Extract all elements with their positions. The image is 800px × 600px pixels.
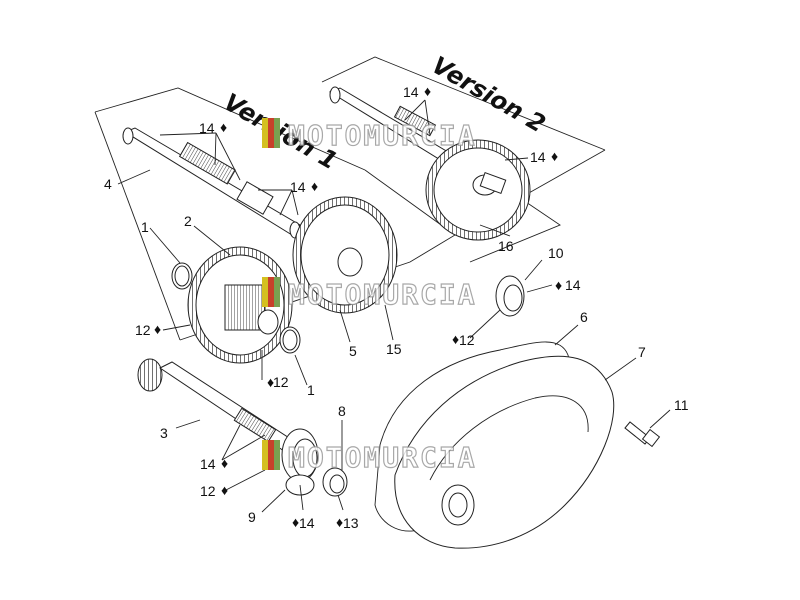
drop-icon-14-bottom: ♦ <box>292 514 299 530</box>
washer-1-lower-inner <box>282 329 298 351</box>
callout-14-v1-mid: 14 <box>290 179 306 195</box>
drop-icon-12-bottom: ♦ <box>221 482 228 498</box>
callout-15: 15 <box>386 341 402 357</box>
bolt-11 <box>624 421 661 448</box>
callout-10: 10 <box>548 245 564 261</box>
drop-icon-13: ♦ <box>336 514 343 530</box>
watermark-bottom: MOTOMURCIA <box>262 440 477 475</box>
cover-boss-inner <box>448 492 468 518</box>
drop-icon-14-v1-top: ♦ <box>220 119 227 135</box>
version-2-bracket <box>321 56 606 263</box>
gear-2 <box>187 246 293 364</box>
watermark-text-bottom: MOTOMURCIA <box>288 441 477 474</box>
drop-icon-14-right: ♦ <box>555 277 562 293</box>
callout-12-bottom: 12 <box>200 483 216 499</box>
callout-12-center: 12 <box>273 374 289 390</box>
callout-14-v1-top: 14 <box>199 120 215 136</box>
callout-14-lower: 14 <box>200 456 216 472</box>
callout-14-right: 14 <box>565 277 581 293</box>
drop-icon-14-lower: ♦ <box>221 455 228 471</box>
cover-rib <box>429 395 589 481</box>
watermark-top: MOTOMURCIA <box>262 118 477 153</box>
gear-15 <box>292 196 398 314</box>
bearing-10 <box>495 275 525 317</box>
watermark-text-top: MOTOMURCIA <box>288 119 477 152</box>
seal-13 <box>322 467 348 497</box>
drop-icon-12-center: ♦ <box>267 374 274 390</box>
drop-icon-14-v2-top: ♦ <box>424 83 431 99</box>
callout-2: 2 <box>184 213 192 229</box>
watermark-middle: MOTOMURCIA <box>262 277 477 312</box>
callout-3: 3 <box>160 425 168 441</box>
callout-11: 11 <box>674 397 689 413</box>
washer-1-upper-inner <box>174 265 190 287</box>
drop-icon-14-v2-right: ♦ <box>551 148 558 164</box>
callout-14-bottom: 14 <box>299 515 315 531</box>
callout-14-v2-right: 14 <box>530 149 546 165</box>
drop-icon-12-left: ♦ <box>154 321 161 337</box>
callout-4: 4 <box>104 176 112 192</box>
callout-6: 6 <box>580 309 588 325</box>
callout-5: 5 <box>349 343 357 359</box>
callout-8: 8 <box>338 403 346 419</box>
callout-1-lower: 1 <box>307 382 315 398</box>
callout-14-v2-top: 14 <box>403 84 419 100</box>
drop-icon-12-right: ♦ <box>452 331 459 347</box>
version-1-bracket <box>94 87 456 341</box>
callout-16: 16 <box>498 238 514 254</box>
drop-icon-14-v1-mid: ♦ <box>311 178 318 194</box>
watermark-text-middle: MOTOMURCIA <box>288 278 477 311</box>
callout-9: 9 <box>248 509 256 525</box>
callout-1-upper: 1 <box>141 219 149 235</box>
callout-7: 7 <box>638 344 646 360</box>
callout-12-left: 12 <box>135 322 151 338</box>
version-2-output-shaft <box>328 86 471 173</box>
version-2-gear <box>425 139 531 241</box>
leader-lines <box>117 99 671 513</box>
callout-13: 13 <box>343 515 359 531</box>
callout-12-right: 12 <box>459 332 475 348</box>
